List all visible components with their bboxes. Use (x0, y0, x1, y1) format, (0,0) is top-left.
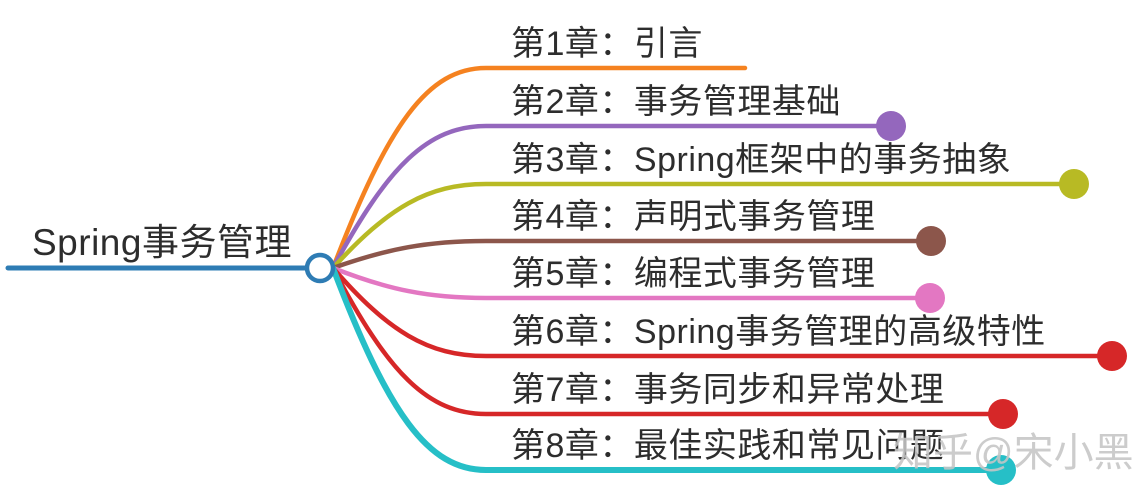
branch-end-dot-6 (1097, 341, 1127, 371)
branch-end-dot-7 (988, 399, 1018, 429)
branch-line-1 (330, 65, 748, 271)
branch-line-4 (330, 238, 934, 271)
branch-topic-4[interactable]: 第4章：声明式事务管理 (511, 198, 876, 236)
branch-line-6 (330, 265, 1115, 359)
branch-end-dot-8 (986, 455, 1016, 485)
hub-circle[interactable] (304, 252, 336, 284)
branch-topic-2[interactable]: 第2章：事务管理基础 (511, 83, 841, 121)
branch-line-8 (330, 265, 1004, 473)
root-topic-label[interactable]: Spring事务管理 (32, 222, 292, 263)
branch-end-dot-5 (915, 283, 945, 313)
branch-line-7 (330, 265, 1006, 417)
branch-line-2 (330, 123, 894, 271)
branch-end-dot-2 (876, 111, 906, 141)
branch-line-5 (330, 265, 933, 301)
branch-topic-6[interactable]: 第6章：Spring事务管理的高级特性 (511, 313, 1046, 351)
branch-line-3 (330, 181, 1077, 271)
branch-end-dot-3 (1059, 169, 1089, 199)
branch-end-dot-4 (916, 226, 946, 256)
branch-topic-1[interactable]: 第1章：引言 (511, 25, 703, 63)
branch-topic-3[interactable]: 第3章：Spring框架中的事务抽象 (511, 141, 1012, 179)
branch-topic-7[interactable]: 第7章：事务同步和异常处理 (511, 371, 945, 409)
branch-topic-8[interactable]: 第8章：最佳实践和常见问题 (511, 427, 945, 465)
branch-topic-5[interactable]: 第5章：编程式事务管理 (511, 255, 876, 293)
